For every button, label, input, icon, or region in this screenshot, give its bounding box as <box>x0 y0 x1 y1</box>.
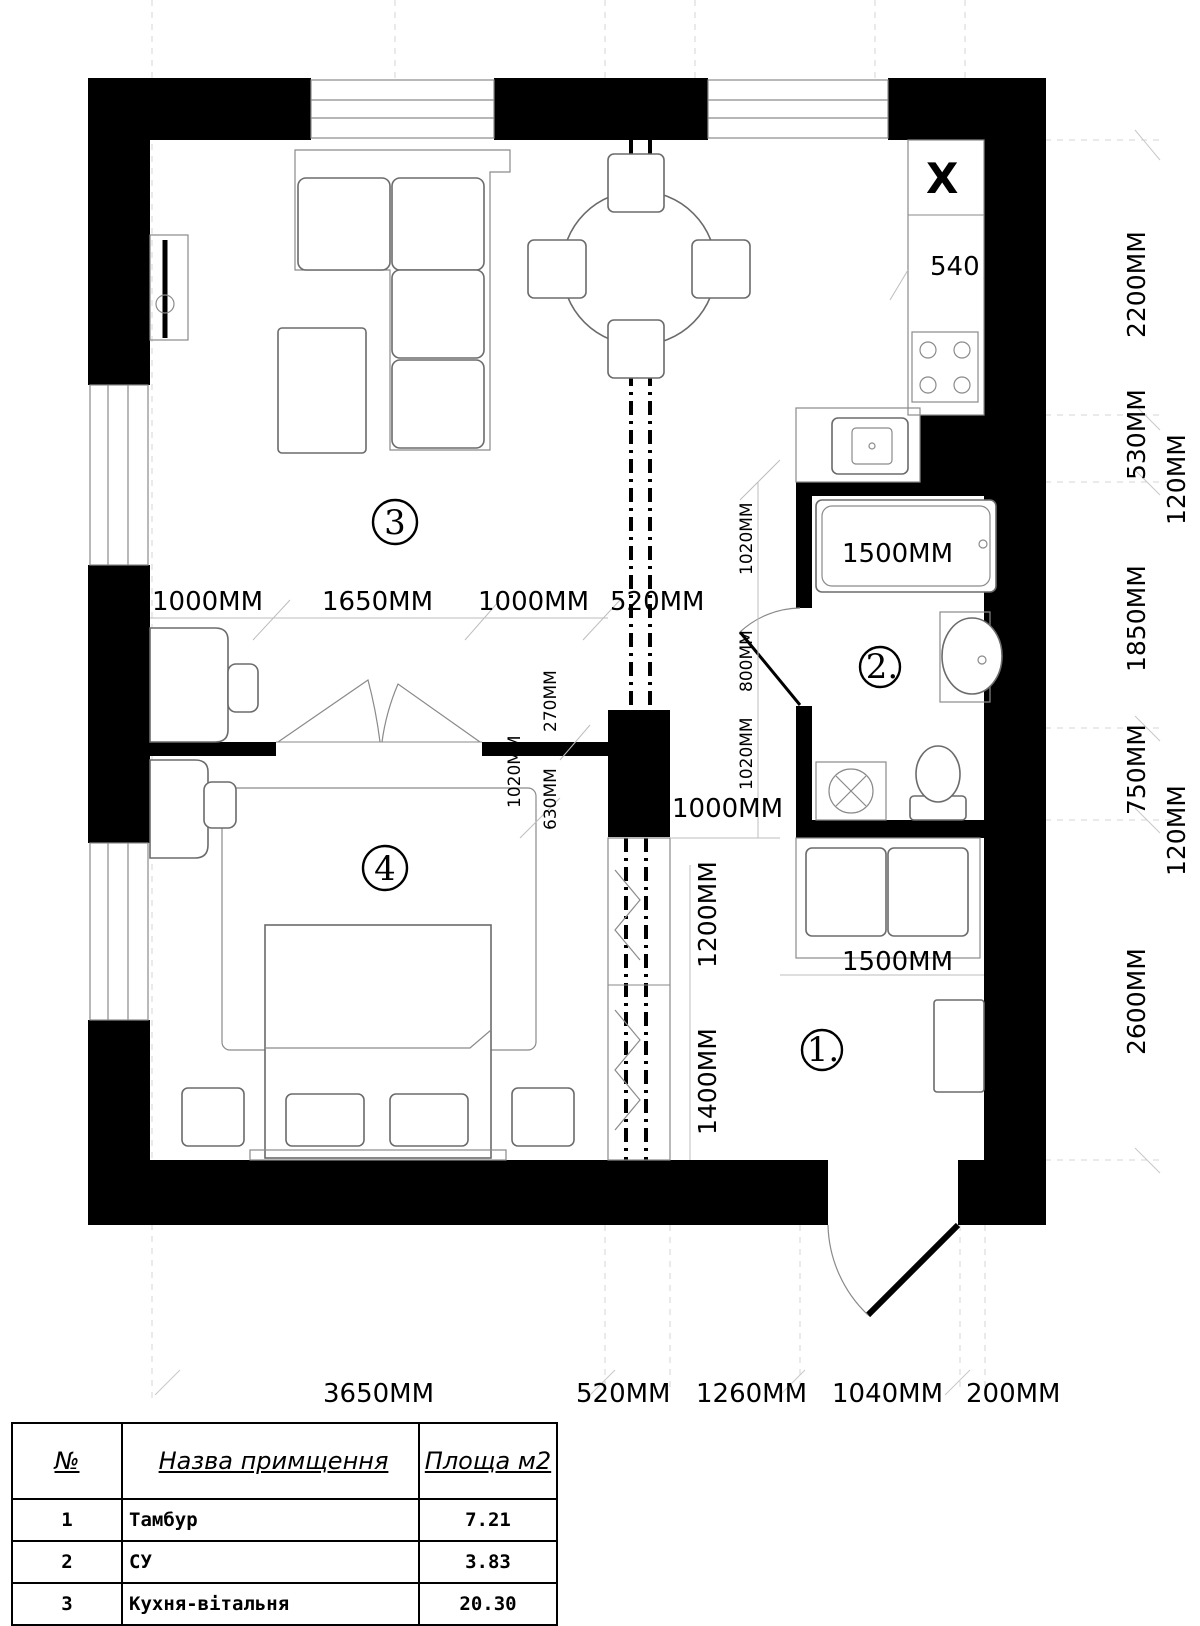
svg-text:4: 4 <box>374 849 396 889</box>
dim-wardrobe-b: 1400MM <box>693 1028 722 1135</box>
dim-corridor: 1000MM <box>672 794 783 824</box>
room-legend-table: № Назва примщення Площа м2 1 Тамбур 7.21… <box>11 1422 558 1626</box>
dim-bottom-5: 200MM <box>966 1379 1061 1409</box>
study-desk <box>149 627 259 743</box>
dim-top-1: 1000MM <box>152 587 263 617</box>
legend-header-name: Назва примщення <box>121 1422 420 1500</box>
dim-right-4: 1850MM <box>1122 565 1151 672</box>
dim-bath-door-c: 1020MM <box>737 717 757 790</box>
dim-small-1020: 1020MM <box>505 735 525 808</box>
room-label-1: 1. <box>800 1028 844 1072</box>
kitchen-depth-label: 540 <box>930 252 980 282</box>
corner-sofa <box>294 149 511 451</box>
room-label-3: 3 <box>371 498 419 546</box>
kitchen-units <box>795 139 985 483</box>
table-row: 3 Кухня-вітальня 20.30 <box>11 1582 558 1626</box>
inner-dimension-lines <box>150 459 984 1160</box>
dining-table <box>527 153 751 379</box>
dim-bottom-1: 3650MM <box>323 1379 434 1409</box>
dim-bath-door-a: 1020MM <box>737 502 757 575</box>
room-label-2: 2. <box>858 645 902 689</box>
dim-bath-width: 1500MM <box>842 539 953 569</box>
dimension-ticks <box>154 129 1161 1396</box>
windows <box>89 79 889 1021</box>
legend-header-row: № Назва примщення Площа м2 <box>11 1422 558 1500</box>
bathroom-door <box>738 607 802 706</box>
dim-right-5: 750MM <box>1122 724 1151 815</box>
bathroom-fixtures <box>815 499 1003 821</box>
kitchen-mark-x: X <box>926 154 958 203</box>
legend-header-area: Площа м2 <box>418 1422 558 1500</box>
hall-sofa <box>795 837 981 959</box>
table-row: 1 Тамбур 7.21 <box>11 1498 558 1542</box>
svg-text:1.: 1. <box>807 1030 839 1070</box>
svg-text:2.: 2. <box>866 647 898 687</box>
dim-top-2: 1650MM <box>322 587 433 617</box>
hall-cabinet <box>933 999 985 1093</box>
dim-sofa-width: 1500MM <box>842 947 953 977</box>
dim-right-7: 2600MM <box>1122 948 1151 1055</box>
room-label-4: 4 <box>361 844 409 892</box>
tv-unit <box>149 234 189 341</box>
table-row: 2 СУ 3.83 <box>11 1540 558 1584</box>
bedroom-desk <box>149 759 237 859</box>
dim-right-1: 2200MM <box>1122 231 1151 338</box>
dim-bottom-4: 1040MM <box>832 1379 943 1409</box>
walls <box>88 78 1046 1225</box>
coffee-table <box>277 327 367 454</box>
dim-small-270: 270MM <box>541 670 561 732</box>
dim-top-4: 520MM <box>610 587 705 617</box>
bed <box>221 787 537 1161</box>
wardrobe <box>607 837 671 1161</box>
entrance-door <box>827 1222 961 1318</box>
dim-right-6: 120MM <box>1162 785 1191 876</box>
dim-right-2: 530MM <box>1122 389 1151 480</box>
dim-right-3: 120MM <box>1162 434 1191 525</box>
dim-bath-door-b: 800MM <box>737 630 757 692</box>
svg-text:3: 3 <box>384 503 406 543</box>
dim-bottom-2: 520MM <box>576 1379 671 1409</box>
dim-top-3: 1000MM <box>478 587 589 617</box>
dim-small-630: 630MM <box>541 768 561 830</box>
legend-header-number: № <box>11 1422 123 1500</box>
bedside-tables <box>181 1087 575 1147</box>
dim-bottom-3: 1260MM <box>696 1379 807 1409</box>
double-door <box>276 679 482 743</box>
dim-wardrobe-a: 1200MM <box>693 861 722 968</box>
